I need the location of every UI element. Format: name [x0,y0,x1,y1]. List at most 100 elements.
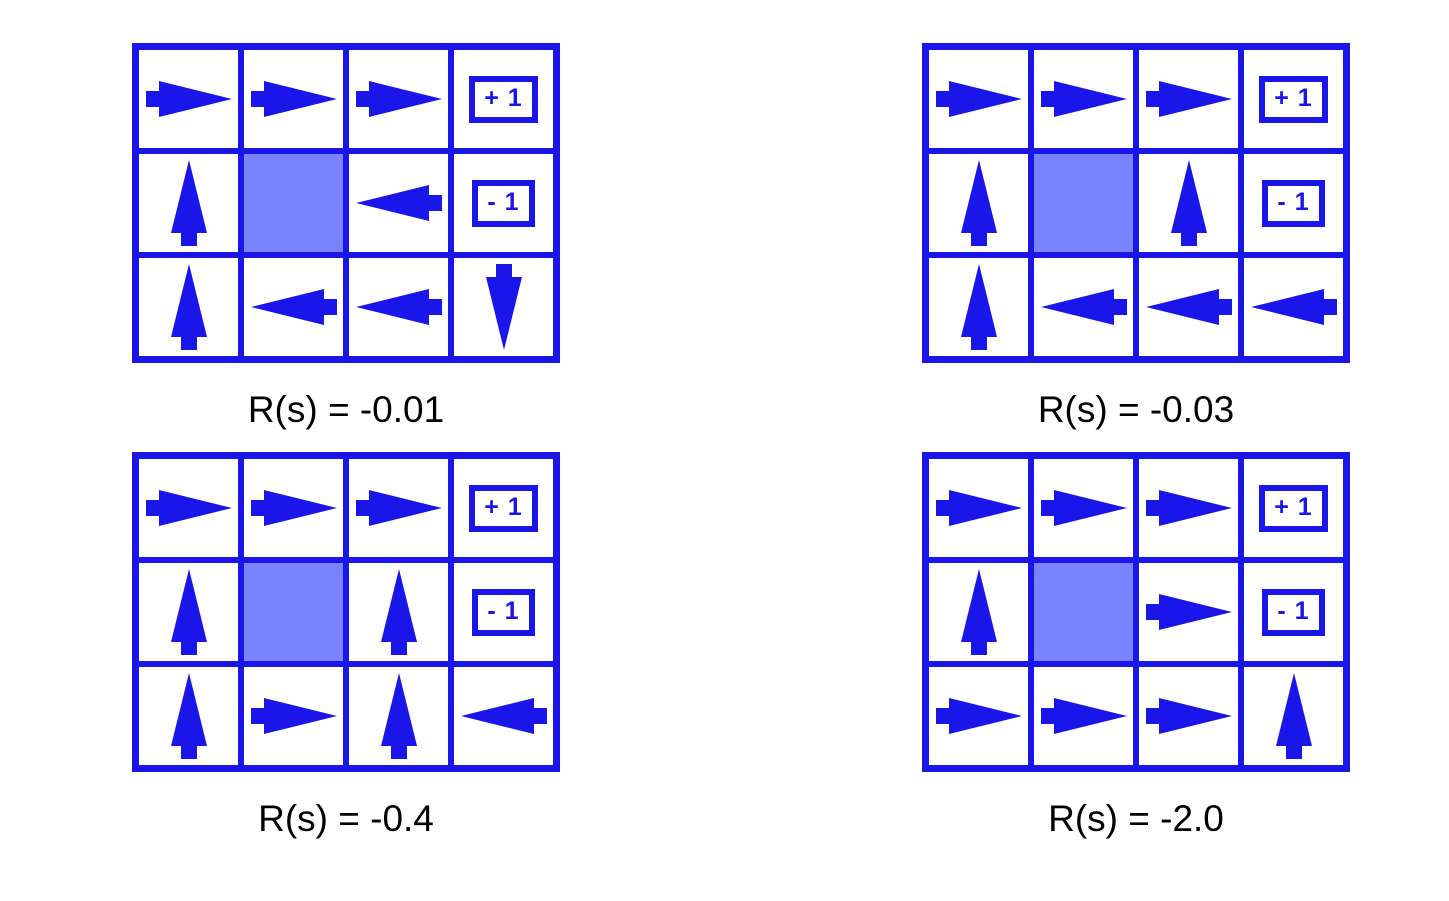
policy-cell-right[interactable] [1139,667,1238,765]
policy-panel-3: + 1 - 1 R(s) = -0.4 [0,443,790,901]
arrow-right-icon [1145,486,1232,530]
arrow-up-icon [167,160,211,246]
policy-cell-up[interactable] [929,258,1028,356]
policy-cell-right[interactable] [1034,50,1133,148]
panel-caption: R(s) = -0.01 [247,389,445,430]
arrow-right-icon [145,77,232,121]
arrow-right-icon [1040,486,1127,530]
arrow-right-icon [935,694,1022,738]
terminal-cell-positive[interactable]: + 1 [454,459,553,557]
policy-cell-right[interactable] [1139,563,1238,661]
policy-cell-up[interactable] [139,667,238,765]
arrow-right-icon [250,694,337,738]
terminal-cell-negative[interactable]: - 1 [1244,563,1343,661]
policy-cell-up[interactable] [139,154,238,252]
arrow-right-icon [1145,694,1232,738]
arrow-right-icon [935,486,1022,530]
policy-grid: + 1 - 1 [132,452,560,772]
policy-cell-up[interactable] [349,667,448,765]
policy-cell-right[interactable] [244,667,343,765]
policy-grid: + 1 - 1 [922,452,1350,772]
arrow-right-icon [1145,590,1232,634]
arrow-right-icon [355,77,442,121]
policy-cell-right[interactable] [139,459,238,557]
arrow-up-icon [957,160,1001,246]
policy-cell-right[interactable] [244,50,343,148]
arrow-left-icon [1040,285,1127,329]
arrow-up-icon [957,264,1001,350]
arrow-right-icon [1145,77,1232,121]
policy-cell-left[interactable] [244,258,343,356]
arrow-up-icon [167,673,211,759]
arrow-up-icon [377,569,421,655]
policy-cell-right[interactable] [929,50,1028,148]
policy-cell-right[interactable] [929,459,1028,557]
policy-cell-up[interactable] [139,258,238,356]
policy-cell-left[interactable] [1244,258,1343,356]
panel-caption: R(s) = -0.03 [1037,389,1235,430]
policy-cell-up[interactable] [929,563,1028,661]
policy-cell-up[interactable] [139,563,238,661]
policy-cell-right[interactable] [929,667,1028,765]
policy-cell-up[interactable] [1244,667,1343,765]
policy-cell-right[interactable] [1034,459,1133,557]
policy-cell-right[interactable] [1139,459,1238,557]
terminal-cell-negative[interactable]: - 1 [454,154,553,252]
policy-grid: + 1 - 1 [132,43,560,363]
arrow-right-icon [1040,77,1127,121]
arrow-left-icon [460,694,547,738]
policy-panel-4: + 1 - 1 R(s) = -2.0 [790,443,1449,901]
arrow-left-icon [1145,285,1232,329]
policy-cell-right[interactable] [244,459,343,557]
arrow-left-icon [355,285,442,329]
arrow-right-icon [250,77,337,121]
reward-badge-plus-one: + 1 [1259,484,1328,532]
arrow-right-icon [145,486,232,530]
arrow-up-icon [1272,673,1316,759]
policy-cell-left[interactable] [349,154,448,252]
policy-cell-right[interactable] [1139,50,1238,148]
reward-badge-plus-one: + 1 [469,484,538,532]
panel-caption: R(s) = -2.0 [1048,798,1224,839]
terminal-cell-negative[interactable]: - 1 [1244,154,1343,252]
reward-badge-plus-one: + 1 [469,75,538,123]
terminal-cell-positive[interactable]: + 1 [1244,50,1343,148]
policy-cell-right[interactable] [349,459,448,557]
terminal-cell-positive[interactable]: + 1 [454,50,553,148]
policy-cell-right[interactable] [139,50,238,148]
policy-cell-left[interactable] [454,667,553,765]
arrow-up-icon [1167,160,1211,246]
terminal-cell-negative[interactable]: - 1 [454,563,553,661]
policy-cell-up[interactable] [1139,154,1238,252]
blocked-cell [1034,563,1133,661]
arrow-up-icon [957,569,1001,655]
policy-panel-1: + 1 - 1 R(s) = -0.01 [0,0,790,443]
arrow-right-icon [1040,694,1127,738]
reward-badge-plus-one: + 1 [1259,75,1328,123]
arrow-up-icon [167,569,211,655]
arrow-left-icon [355,181,442,225]
blocked-cell [1034,154,1133,252]
policy-cell-left[interactable] [349,258,448,356]
arrow-down-icon [482,264,526,350]
arrow-up-icon [167,264,211,350]
policy-cell-left[interactable] [1034,258,1133,356]
policy-panel-2: + 1 - 1 R(s) = -0.03 [790,0,1449,443]
terminal-cell-positive[interactable]: + 1 [1244,459,1343,557]
arrow-right-icon [935,77,1022,121]
reward-badge-minus-one: - 1 [1262,179,1325,227]
policy-cell-up[interactable] [929,154,1028,252]
arrow-left-icon [250,285,337,329]
reward-badge-minus-one: - 1 [472,588,535,636]
panel-caption: R(s) = -0.4 [258,798,434,839]
blocked-cell [244,154,343,252]
arrow-right-icon [355,486,442,530]
policy-cell-right[interactable] [1034,667,1133,765]
blocked-cell [244,563,343,661]
policy-cell-down[interactable] [454,258,553,356]
policy-cell-left[interactable] [1139,258,1238,356]
policy-cell-right[interactable] [349,50,448,148]
policy-cell-up[interactable] [349,563,448,661]
arrow-left-icon [1250,285,1337,329]
